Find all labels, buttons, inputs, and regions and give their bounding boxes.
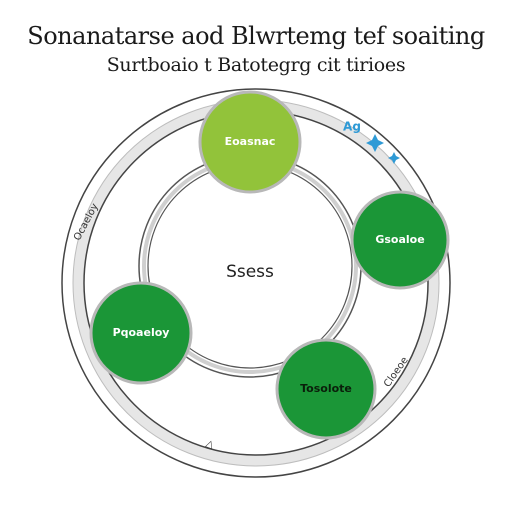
- node-bottom-right[interactable]: Tosolote: [275, 338, 377, 440]
- node-right[interactable]: Gsoaloe: [350, 190, 450, 290]
- node-top-label: Eoasnac: [225, 135, 276, 148]
- node-left[interactable]: Pqoaeloy: [89, 281, 193, 385]
- node-right-label: Gsoaloe: [375, 233, 424, 246]
- center-label: Ssess: [226, 262, 274, 282]
- diagram-subtitle: Surtboaio t Batotegrg cit tirioes: [106, 54, 406, 76]
- node-top[interactable]: Eoasnac: [198, 90, 302, 194]
- badge-label: Ag: [343, 120, 361, 134]
- ring-marker-bottom: △: [204, 438, 215, 451]
- diagram-title: Sonanatarse aod Blwrtemg tef soaiting: [27, 22, 485, 50]
- sparkle-icon: Ag: [343, 120, 400, 164]
- node-left-label: Pqoaeloy: [113, 326, 170, 339]
- node-bottom-right-label: Tosolote: [300, 382, 352, 395]
